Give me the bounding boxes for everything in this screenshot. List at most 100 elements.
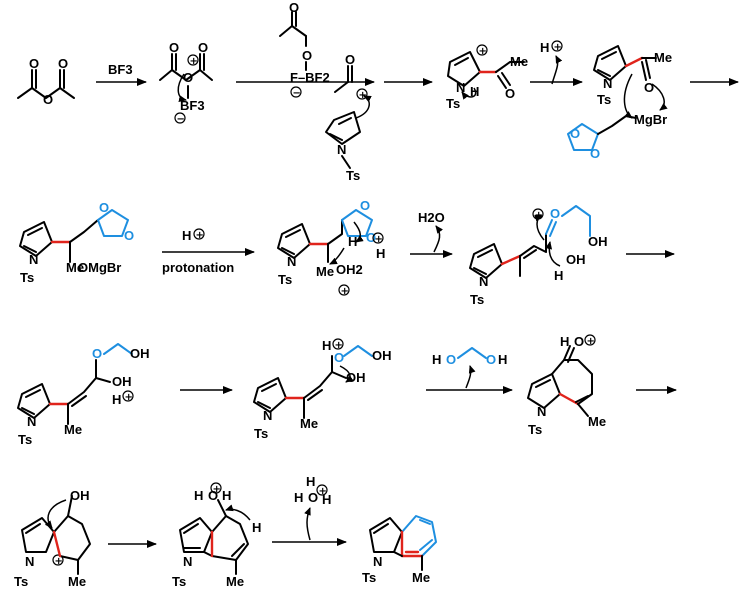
atom-n: N xyxy=(603,76,612,91)
acylium-ion: O + xyxy=(334,52,368,101)
atom-me: Me xyxy=(654,50,672,65)
atom-o: O xyxy=(92,346,102,361)
atom-oh2: OH2 xyxy=(336,262,363,277)
svg-text:−: − xyxy=(177,114,185,125)
atom-h: H xyxy=(252,520,261,535)
atom-ts: Ts xyxy=(18,432,32,447)
svg-text:+: + xyxy=(319,486,327,497)
atom-ts: Ts xyxy=(597,92,611,107)
atom-h: H xyxy=(194,488,203,503)
atom-oh: OH xyxy=(372,348,392,363)
atom-o: O xyxy=(43,92,53,107)
svg-text:+: + xyxy=(55,556,63,567)
atom-h: H xyxy=(294,490,303,505)
atom-h: H xyxy=(432,352,441,367)
dioxolane-grignard: O O MgBr xyxy=(567,112,667,161)
atom-o: O xyxy=(550,206,560,221)
7-methyl-n-ts-indole: N Ts Me xyxy=(362,515,437,585)
anhydride-bf3-complex: O O O + BF3 − xyxy=(159,40,213,125)
atom-n: N xyxy=(29,252,38,267)
atom-h: H xyxy=(322,338,331,353)
atom-ts: Ts xyxy=(528,422,542,437)
svg-text:+: + xyxy=(375,234,383,245)
atom-me: Me xyxy=(68,574,86,589)
atom-o: O xyxy=(590,146,600,161)
protonated-alcohol: N Ts Me OH2 + H O O + H xyxy=(277,198,385,297)
atom-oh: OH xyxy=(70,488,90,503)
atom-h: H xyxy=(554,268,563,283)
atom-ts: Ts xyxy=(278,272,292,287)
atom-me: Me xyxy=(64,422,82,437)
atom-mgbr: MgBr xyxy=(634,112,667,127)
svg-text:+: + xyxy=(196,230,204,241)
magnesium-alkoxide: N Ts Me OMgBr O O xyxy=(19,200,134,285)
atom-me: Me xyxy=(300,416,318,431)
svg-text:+: + xyxy=(359,90,367,101)
atom-o: O xyxy=(302,48,312,63)
bicyclic-cation: N Ts + OH Me xyxy=(14,488,91,589)
atom-o: O xyxy=(505,86,515,101)
dihydroindole-oxonium: N Ts H O H + H Me xyxy=(172,482,261,589)
atom-ts: Ts xyxy=(14,574,28,589)
atom-o: O xyxy=(208,488,218,503)
atom-n: N xyxy=(263,408,272,423)
reagent-h-plus: H xyxy=(540,40,549,55)
protonated-acetal: N Ts Me H + O OH OH xyxy=(253,338,392,441)
atom-oh: OH xyxy=(130,346,150,361)
atom-o: O xyxy=(99,200,109,215)
atom-o: O xyxy=(334,350,344,365)
atom-n: N xyxy=(479,274,488,289)
svg-text:+: + xyxy=(190,56,198,67)
atom-ts: Ts xyxy=(362,570,376,585)
svg-text:+: + xyxy=(335,340,343,351)
atom-o: O xyxy=(198,40,208,55)
oxocarbenium-diene: N Ts O + OH OH H xyxy=(469,205,608,307)
ethylene-glycol: H O O H xyxy=(432,347,507,389)
atom-h: H xyxy=(306,474,315,489)
atom-o: O xyxy=(644,80,654,95)
svg-text:+: + xyxy=(554,42,562,53)
atom-h: H xyxy=(112,392,121,407)
hemiacetal-intermediate: N Ts Me O OH OH H + xyxy=(17,343,150,447)
atom-oh: OH xyxy=(566,252,586,267)
atom-n: N xyxy=(183,554,192,569)
atom-o: O xyxy=(360,198,370,213)
atom-n: N xyxy=(373,554,382,569)
atom-h: H xyxy=(498,352,507,367)
svg-text:+: + xyxy=(479,46,487,57)
cyclized-oxocarbenium: N Ts H O + Me xyxy=(527,334,606,437)
atom-ts: Ts xyxy=(346,168,360,183)
atom-ts: Ts xyxy=(470,292,484,307)
reagent-protonation: protonation xyxy=(162,260,234,275)
atom-n: N xyxy=(456,80,465,95)
atom-omgbr: OMgBr xyxy=(78,260,121,275)
atom-bf3: BF3 xyxy=(180,98,205,113)
atom-o: O xyxy=(289,0,299,15)
atom-o: O xyxy=(570,126,580,141)
svg-text:+: + xyxy=(587,336,595,347)
atom-o: O xyxy=(169,40,179,55)
atom-me: Me xyxy=(412,570,430,585)
atom-o: O xyxy=(58,56,68,71)
svg-text:+: + xyxy=(341,286,349,297)
reagent-bf3: BF3 xyxy=(108,62,133,77)
atom-o: O xyxy=(124,228,134,243)
atom-n: N xyxy=(25,554,34,569)
atom-n: N xyxy=(337,142,346,157)
atom-me: Me xyxy=(226,574,244,589)
atom-oh: OH xyxy=(588,234,608,249)
atom-ts: Ts xyxy=(172,574,186,589)
atom-o: O xyxy=(308,490,318,505)
n-ts-pyrrole: N Ts xyxy=(325,95,372,183)
atom-ts: Ts xyxy=(446,96,460,111)
svg-text:+: + xyxy=(125,392,133,403)
atom-me: Me xyxy=(588,414,606,429)
svg-text:+: + xyxy=(213,484,221,495)
atom-o: O xyxy=(29,56,39,71)
atom-h: H xyxy=(222,488,231,503)
atom-h: H xyxy=(376,246,385,261)
atom-o: O xyxy=(486,352,496,367)
atom-h: H xyxy=(560,334,569,349)
atom-h: H xyxy=(470,84,479,99)
